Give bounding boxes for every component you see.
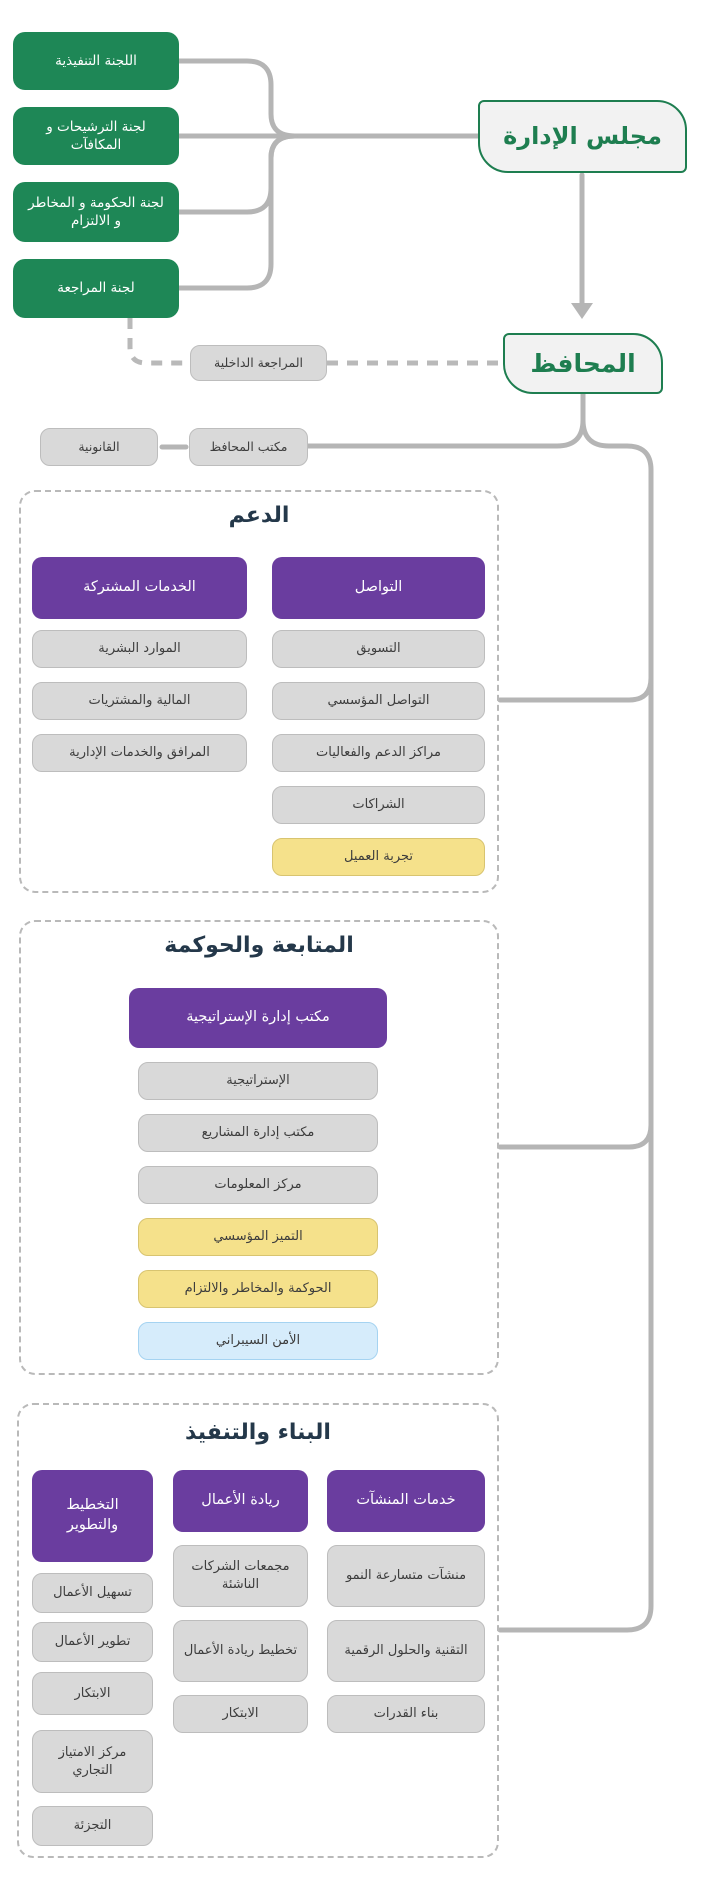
connector-governor-office	[305, 391, 586, 449]
arrowhead-governor	[571, 303, 593, 319]
governor: المحافظ	[503, 333, 663, 394]
section-followup-governance	[19, 920, 499, 1375]
dept-enterprise-services-header: خدمات المنشآت	[327, 1470, 485, 1532]
unit-finance-procurement: المالية والمشتريات	[32, 682, 247, 720]
unit-governance-risk-compliance: الحوكمة والمخاطر والالتزام	[138, 1270, 378, 1308]
board-of-directors: مجلس الإدارة	[478, 100, 687, 173]
unit-facilities-admin-services: المرافق والخدمات الإدارية	[32, 734, 247, 772]
unit-entrepreneurship-planning: تخطيط ريادة الأعمال	[173, 1620, 308, 1682]
unit-marketing: التسويق	[272, 630, 485, 668]
unit-capacity-building: بناء القدرات	[327, 1695, 485, 1733]
unit-retail: التجزئة	[32, 1806, 153, 1846]
connector-trunk	[497, 417, 654, 1633]
section-build-execute-title: البناء والتنفيذ	[185, 1420, 331, 1445]
unit-innovation-planning: الابتكار	[32, 1672, 153, 1715]
unit-institutional-excellence: التميز المؤسسي	[138, 1218, 378, 1256]
unit-project-management-office: مكتب إدارة المشاريع	[138, 1114, 378, 1152]
unit-business-development: تطوير الأعمال	[32, 1622, 153, 1662]
committee-governance-risk: لجنة الحكومة و المخاطر و الالتزام	[13, 182, 179, 242]
unit-business-facilitation: تسهيل الأعمال	[32, 1573, 153, 1613]
committee-executive: اللجنة التنفيذية	[13, 32, 179, 90]
connector-audit-dashed-left	[127, 318, 190, 366]
unit-accelerated-growth-enterprises: منشآت متسارعة النمو	[327, 1545, 485, 1607]
unit-strategy: الإستراتيجية	[138, 1062, 378, 1100]
unit-partnerships: الشراكات	[272, 786, 485, 824]
dept-strategy-management-office-header: مكتب إدارة الإستراتيجية	[129, 988, 387, 1048]
committee-audit: لجنة المراجعة	[13, 259, 179, 318]
unit-support-centers-events: مراكز الدعم والفعاليات	[272, 734, 485, 772]
unit-franchise-excellence-center: مركز الامتياز التجاري	[32, 1730, 153, 1793]
section-followup-governance-title: المتابعة والحوكمة	[164, 933, 354, 958]
dept-planning-development-header: التخطيط والتطوير	[32, 1470, 153, 1562]
committee-nominations: لجنة الترشيحات و المكافآت	[13, 107, 179, 165]
dept-entrepreneurship-header: ريادة الأعمال	[173, 1470, 308, 1532]
unit-corporate-communication: التواصل المؤسسي	[272, 682, 485, 720]
dept-communication-header: التواصل	[272, 557, 485, 619]
internal-audit: المراجعة الداخلية	[190, 345, 327, 381]
unit-human-resources: الموارد البشرية	[32, 630, 247, 668]
legal-department: القانونية	[40, 428, 158, 466]
unit-customer-experience: تجربة العميل	[272, 838, 485, 876]
unit-information-center: مركز المعلومات	[138, 1166, 378, 1204]
section-support-title: الدعم	[228, 503, 290, 528]
unit-cybersecurity: الأمن السيبراني	[138, 1322, 378, 1360]
connector-committee-3	[176, 133, 298, 215]
connector-section-1	[497, 675, 654, 703]
unit-technology-digital-solutions: التقنية والحلول الرقمية	[327, 1620, 485, 1682]
dept-shared-services-header: الخدمات المشتركة	[32, 557, 247, 619]
connector-section-2	[497, 1122, 654, 1150]
section-support	[19, 490, 499, 893]
unit-startup-complexes: مجمعات الشركات الناشئة	[173, 1545, 308, 1607]
unit-innovation-entrepreneurship: الابتكار	[173, 1695, 308, 1733]
section-build-execute	[17, 1403, 499, 1858]
connector-committee-4	[176, 133, 298, 291]
governor-office: مكتب المحافظ	[189, 428, 308, 466]
connector-committee-1	[176, 58, 298, 139]
